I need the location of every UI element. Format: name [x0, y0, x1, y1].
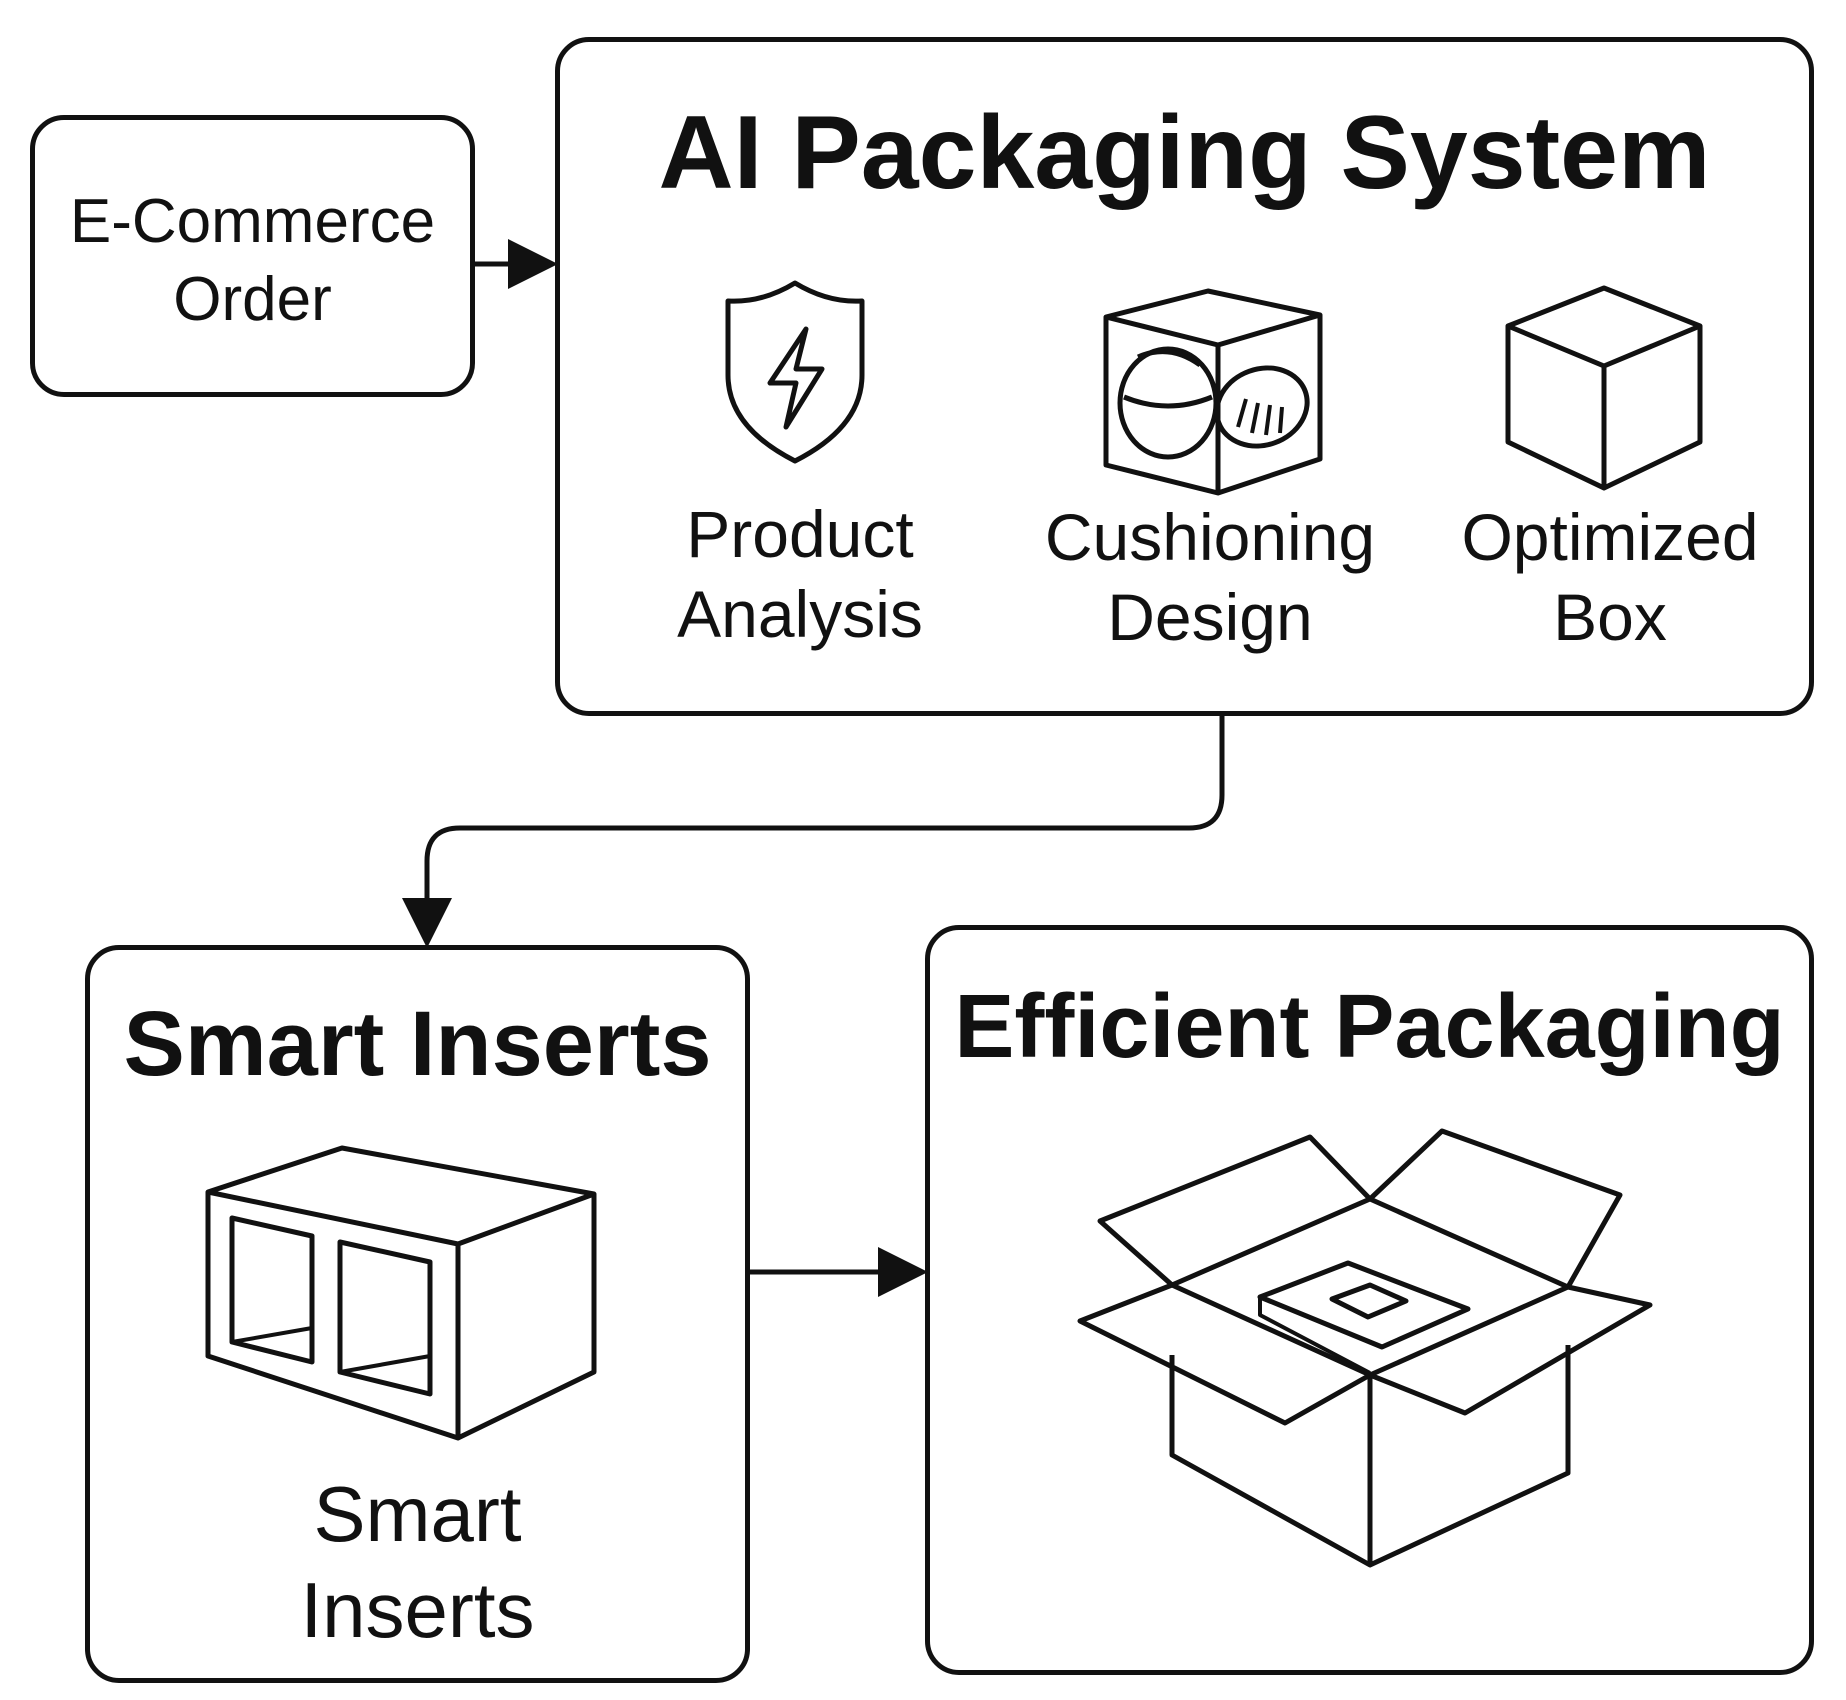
packaging-title: Efficient Packaging: [954, 977, 1785, 1077]
efficient-packaging-box: Efficient Packaging: [925, 925, 1814, 1675]
open-box-icon: [1077, 1128, 1653, 1568]
step-cushioning-design-line1: Cushioning: [1044, 500, 1376, 574]
order-label-line2: Order: [173, 265, 332, 334]
ecommerce-order-box: E-Commerce Order: [30, 115, 475, 397]
shield-lightning-icon: [725, 280, 865, 464]
step-cushioning-design-line2: Design: [1107, 580, 1313, 654]
cushioned-box-icon: [1103, 288, 1323, 496]
step-optimized-box-line1: Optimized: [1461, 500, 1759, 574]
insert-tray-icon: [205, 1145, 597, 1441]
inserts-label-line1: Smart: [313, 1470, 522, 1558]
inserts-label-line2: Inserts: [300, 1566, 535, 1654]
order-label-line1: E-Commerce: [69, 187, 436, 256]
inserts-title: Smart Inserts: [123, 993, 712, 1095]
smart-inserts-box: Smart Inserts Smart Inserts: [85, 945, 750, 1683]
arrow-system-to-inserts: [402, 716, 1225, 948]
ai-packaging-system-box: AI Packaging System Product Analysis Cus…: [555, 37, 1814, 716]
step-optimized-box-line2: Box: [1553, 580, 1667, 654]
step-product-analysis-line2: Analysis: [677, 577, 923, 651]
cube-icon: [1505, 285, 1703, 491]
system-title: AI Packaging System: [658, 95, 1711, 211]
step-product-analysis-line1: Product: [686, 497, 914, 571]
